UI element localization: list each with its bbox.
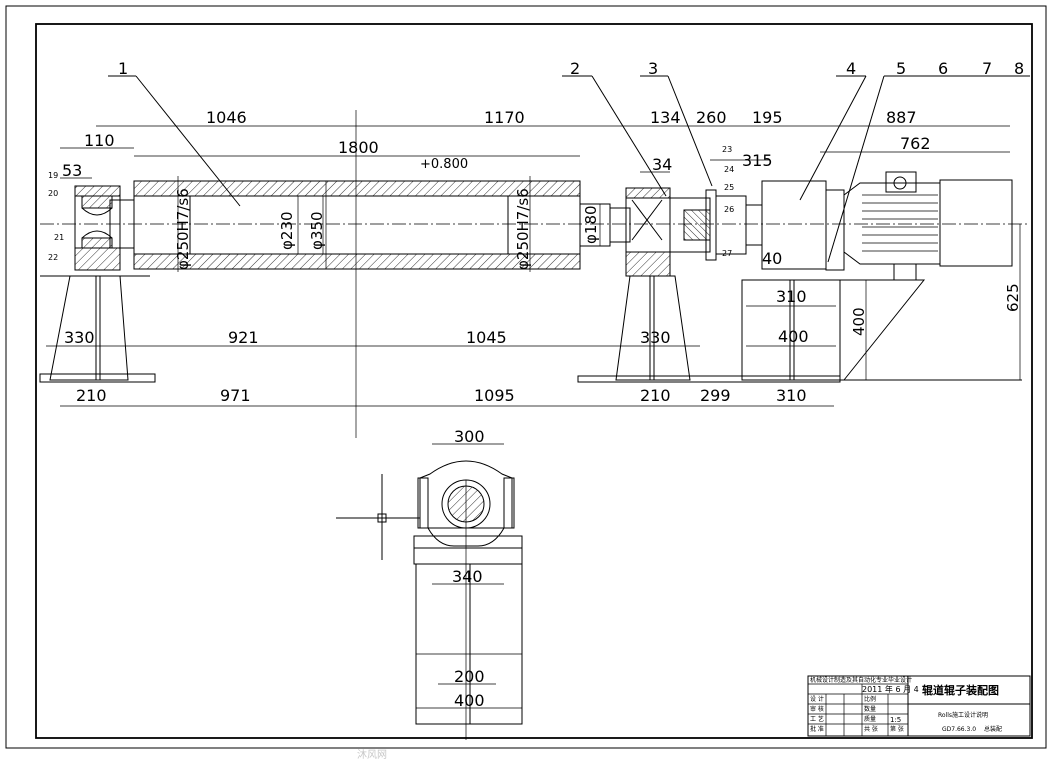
part-label-6: 6 <box>938 59 948 78</box>
top-dimensions: 110 53 1046 1800 +0.800 1170 134 260 195… <box>62 108 931 180</box>
title-block-cell-sheet-no: 第 张 <box>890 725 904 733</box>
roller-body <box>133 180 581 270</box>
dim-315: 315 <box>742 151 773 170</box>
small-label-26: 26 <box>724 205 734 214</box>
title-block-note-3: 总装配 <box>984 725 1002 733</box>
small-part-numbers: 19 20 21 22 23 24 25 26 27 <box>48 145 734 262</box>
outer-frame <box>5 5 1047 749</box>
watermark: 沐风网 <box>357 750 387 761</box>
dim-200: 200 <box>454 667 485 686</box>
title-block-date: 2011 年 6 月 4 <box>862 684 919 694</box>
dim-310-upper: 310 <box>776 287 807 306</box>
dim-110: 110 <box>84 131 115 150</box>
dim-400-bottom: 400 <box>454 691 485 710</box>
title-block-row-approve: 批 准 <box>810 725 824 733</box>
small-label-22: 22 <box>48 253 58 262</box>
small-label-21: 21 <box>54 233 64 242</box>
title-block-row-design: 设 计 <box>810 695 824 703</box>
title-block-note-1: Rolls施工设计说明 <box>938 711 988 719</box>
left-pedestal <box>39 275 156 383</box>
small-label-23: 23 <box>722 145 732 154</box>
dim-phi250-left: φ250H7/s6 <box>174 188 192 270</box>
dim-1170: 1170 <box>484 108 525 127</box>
dim-971: 971 <box>220 386 251 405</box>
dim-tolerance: +0.800 <box>420 157 468 172</box>
dim-134: 134 <box>650 108 681 127</box>
lower-dimensions: 330 921 1045 330 400 210 971 1095 210 29… <box>64 327 809 405</box>
title-block-title: 辊道辊子装配图 <box>922 683 999 697</box>
bearing-side-view: 300 340 200 400 <box>336 427 523 740</box>
title-block-cell-mass: 质量 <box>864 715 876 723</box>
dim-340: 340 <box>452 567 483 586</box>
title-block: 机械设计制造及其自动化专业毕业设计 2011 年 6 月 4 设 计 审 核 工… <box>807 675 1031 737</box>
dim-400-vertical: 400 <box>850 307 868 336</box>
part-label-7: 7 <box>982 59 992 78</box>
title-block-cell-sheets: 共 张 <box>864 725 878 733</box>
dim-1095: 1095 <box>474 386 515 405</box>
dim-300: 300 <box>454 427 485 446</box>
dim-53: 53 <box>62 161 82 180</box>
small-label-27: 27 <box>722 249 732 258</box>
dim-400-mid: 400 <box>778 327 809 346</box>
title-block-cell-scale: 比例 <box>864 695 876 703</box>
motor <box>840 171 1022 381</box>
dim-762: 762 <box>900 134 931 153</box>
title-block-note-2: GD7.66.3.0 <box>942 726 976 733</box>
dim-625: 625 <box>1004 283 1022 312</box>
vertical-dimensions: φ250H7/s6 φ230 φ350 φ250H7/s6 φ180 625 4… <box>174 188 1022 336</box>
title-block-scale: 1:5 <box>890 716 901 724</box>
dim-phi180: φ180 <box>582 205 600 244</box>
part-label-5: 5 <box>896 59 906 78</box>
part-numbers: 1 2 3 4 5 6 7 8 <box>118 59 1024 78</box>
part-label-3: 3 <box>648 59 658 78</box>
part-label-1: 1 <box>118 59 128 78</box>
dim-330-left: 330 <box>64 328 95 347</box>
part-label-2: 2 <box>570 59 580 78</box>
dim-195: 195 <box>752 108 783 127</box>
dim-phi350: φ350 <box>308 211 326 250</box>
dim-phi250-right: φ250H7/s6 <box>514 188 532 270</box>
reducer <box>741 180 845 381</box>
dim-921: 921 <box>228 328 259 347</box>
part-label-8: 8 <box>1014 59 1024 78</box>
dim-210-left: 210 <box>76 386 107 405</box>
dim-phi230: φ230 <box>278 211 296 250</box>
dim-1800: 1800 <box>338 138 379 157</box>
small-dimensions: 40 310 <box>762 249 807 306</box>
dimension-lines <box>46 125 1021 407</box>
title-block-row-check: 审 核 <box>810 705 824 713</box>
right-shaft <box>579 187 762 277</box>
part-leaders <box>108 75 1030 263</box>
dim-34: 34 <box>652 155 672 174</box>
dim-1046: 1046 <box>206 108 247 127</box>
title-block-row-process: 工 艺 <box>810 715 824 723</box>
title-block-cell-qty: 数量 <box>864 705 876 713</box>
small-label-20: 20 <box>48 189 58 198</box>
title-block-header: 机械设计制造及其自动化专业毕业设计 <box>810 676 912 684</box>
dim-887: 887 <box>886 108 917 127</box>
dim-1045: 1045 <box>466 328 507 347</box>
dim-310-lower: 310 <box>776 386 807 405</box>
small-label-24: 24 <box>724 165 734 174</box>
small-label-25: 25 <box>724 183 734 192</box>
dim-40: 40 <box>762 249 782 268</box>
part-label-4: 4 <box>846 59 856 78</box>
dim-210-right: 210 <box>640 386 671 405</box>
small-label-19: 19 <box>48 171 58 180</box>
drawing-border <box>35 23 1033 739</box>
dim-299: 299 <box>700 386 731 405</box>
dim-330-right: 330 <box>640 328 671 347</box>
dim-260: 260 <box>696 108 727 127</box>
